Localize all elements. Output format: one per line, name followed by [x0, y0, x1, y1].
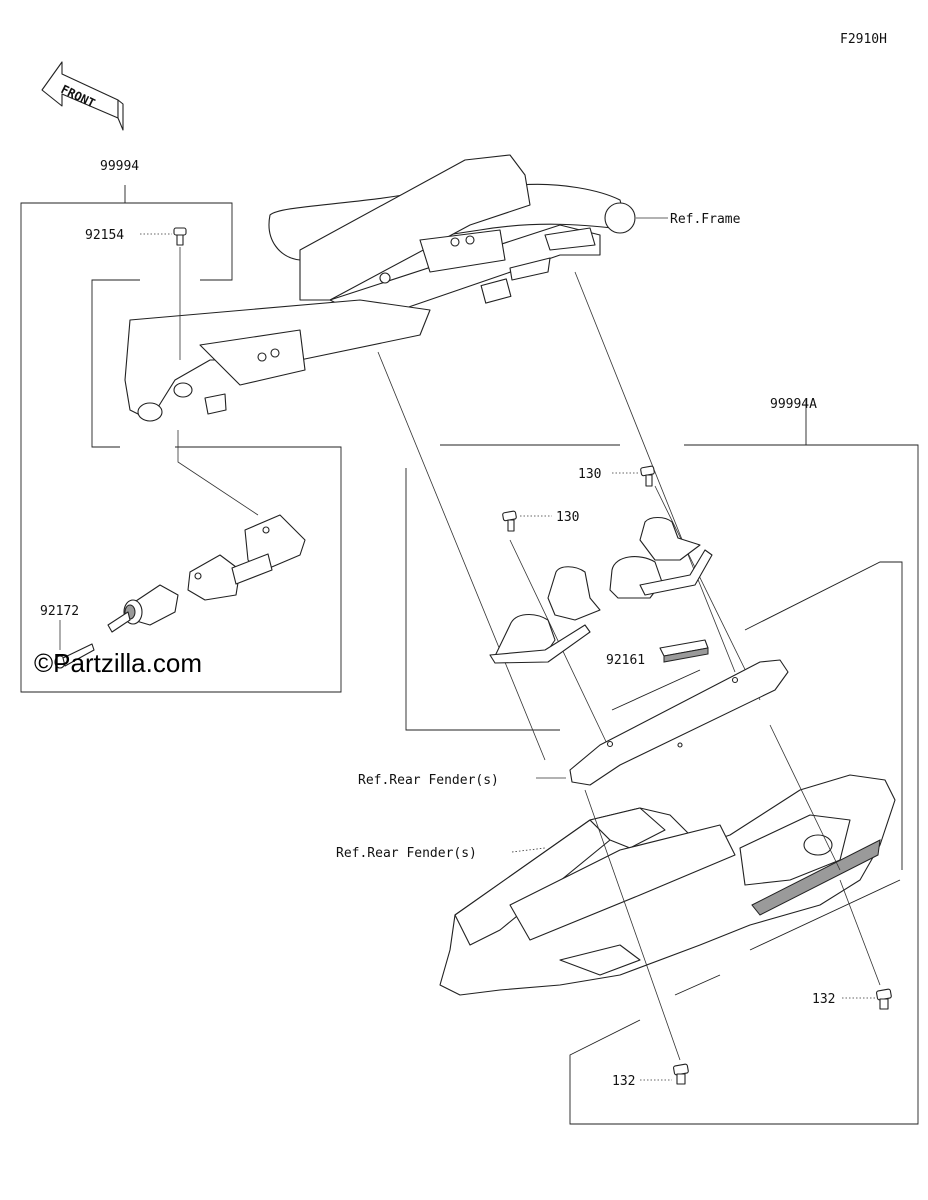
callout-92154: 92154 [85, 228, 124, 243]
callout-130-left: 130 [556, 510, 579, 525]
callout-132-bottom: 132 [612, 1074, 635, 1089]
helmet-lock-drawing [107, 514, 306, 633]
front-arrow-icon: FRONT [41, 61, 124, 131]
callout-92172: 92172 [40, 604, 79, 619]
kit-99994a-box [405, 400, 919, 1125]
callout-99994a: 99994A [770, 397, 817, 412]
frame-drawing [124, 154, 636, 422]
ref-rear-fender-label-1: Ref.Rear Fender(s) [358, 773, 499, 788]
bolt-132-right-icon [876, 988, 892, 1010]
helmet-hook-bracket-right [609, 516, 713, 599]
figure-code: F2910H [840, 32, 887, 47]
screw-92172-icon [54, 643, 95, 669]
bolt-130-left-icon [502, 510, 517, 532]
ref-frame-label: Ref.Frame [670, 212, 741, 227]
callout-92161: 92161 [606, 653, 645, 668]
bolt-130-right-icon [640, 465, 655, 487]
rubber-strip-92161-icon [659, 639, 709, 663]
ref-rear-fender-label-2: Ref.Rear Fender(s) [336, 846, 477, 861]
callout-99994: 99994 [100, 159, 139, 174]
watermark: ©Partzilla.com [34, 648, 202, 678]
rear-fender-plate-drawing [569, 659, 789, 786]
bolt-92154-icon [173, 227, 187, 246]
callout-130-right: 130 [578, 467, 601, 482]
callout-132-right: 132 [812, 992, 835, 1007]
helmet-hook-bracket-left [489, 566, 601, 664]
kit-99994-box [20, 185, 342, 693]
rear-fender-body-drawing [439, 774, 896, 996]
bolt-132-bottom-icon [673, 1063, 689, 1085]
